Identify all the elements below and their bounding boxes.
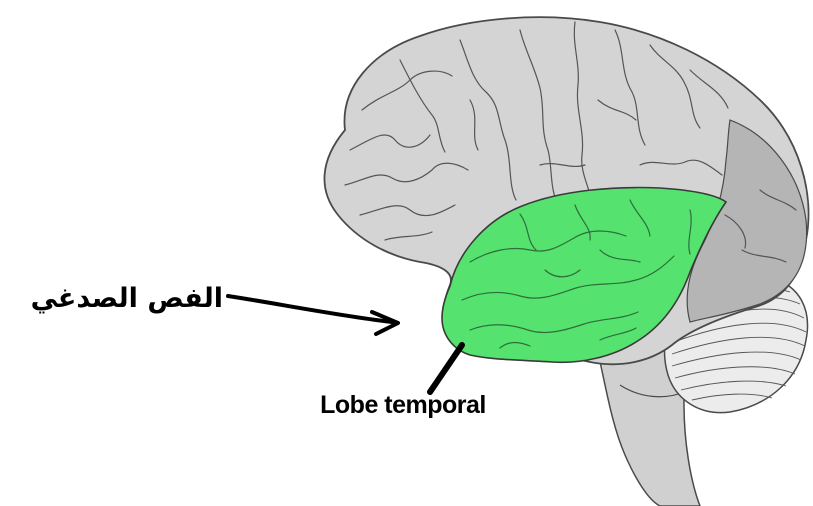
arabic-label: الفص الصدغي <box>8 279 223 319</box>
latin-label: Lobe temporal <box>287 382 519 428</box>
arrow-right-icon <box>228 296 398 334</box>
